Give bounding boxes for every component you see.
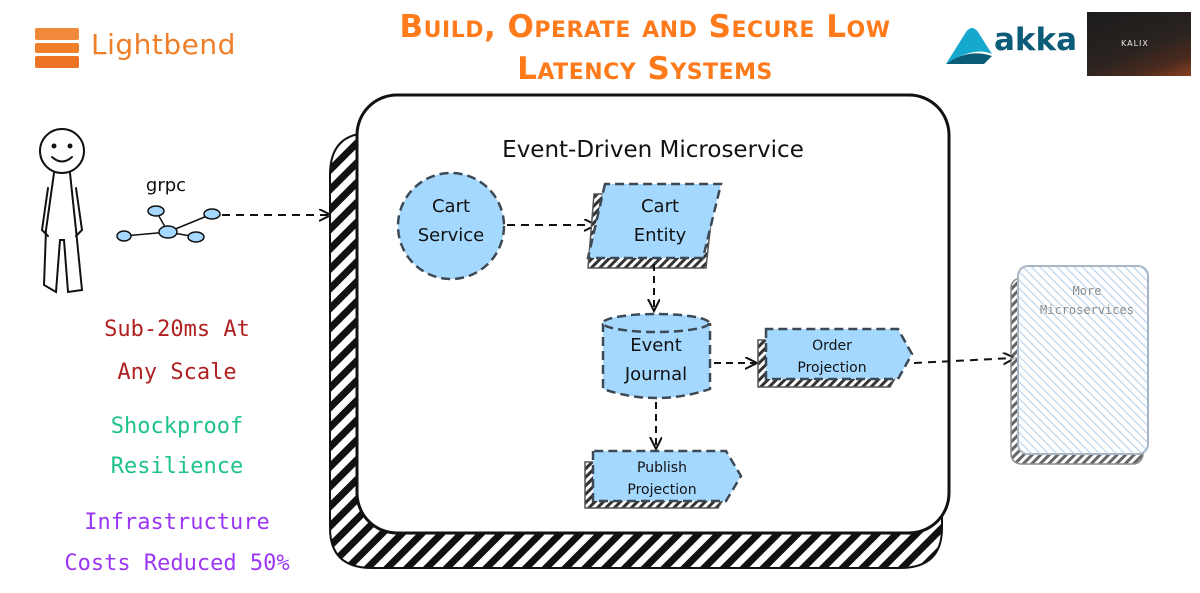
- cart-entity-label-1: Cart: [641, 196, 679, 217]
- publish-projection-label-1: Publish: [637, 460, 687, 476]
- order-projection-label-1: Order: [812, 338, 852, 354]
- order-projection-label-2: Projection: [797, 360, 866, 376]
- cart-entity-node: Cart Entity: [586, 182, 723, 269]
- kalix-logo: KALIX: [1087, 12, 1191, 76]
- cart-service-label-1: Cart: [432, 196, 470, 217]
- page-title-line-2: Latency Systems: [517, 51, 773, 87]
- benefit-latency-line-2: Any Scale: [117, 360, 237, 385]
- microservice-title: Event-Driven Microservice: [502, 137, 804, 163]
- cart-entity-label-2: Entity: [634, 225, 687, 246]
- akka-logo: akka: [944, 22, 1078, 68]
- lightbend-logo: Lightbend: [33, 24, 263, 74]
- benefit-latency-line-1: Sub-20ms At: [104, 317, 250, 342]
- cart-service-node: Cart Service: [396, 171, 506, 281]
- grpc-network-icon: [116, 205, 221, 243]
- more-microservices-node: More Microservices: [1010, 265, 1149, 465]
- lightbend-wordmark: Lightbend: [91, 28, 236, 61]
- kalix-wordmark: KALIX: [1121, 39, 1149, 48]
- event-journal-node: Event Journal: [601, 312, 712, 400]
- user-stick-figure-icon: [39, 128, 85, 294]
- grpc-label: grpc: [146, 175, 186, 196]
- lightbend-icon: [35, 28, 79, 68]
- event-journal-label-1: Event: [630, 335, 682, 356]
- page-title-line-1: Build, Operate and Secure Low: [399, 9, 891, 45]
- benefit-resilience-line-2: Resilience: [110, 454, 244, 479]
- akka-icon: [946, 28, 992, 64]
- akka-wordmark: akka: [994, 22, 1078, 58]
- benefit-cost-line-2: Costs Reduced 50%: [64, 551, 290, 576]
- cart-service-label-2: Service: [418, 225, 485, 246]
- benefit-resilience-line-1: Shockproof: [110, 414, 244, 439]
- more-microservices-label-2: Microservices: [1040, 303, 1134, 317]
- more-microservices-label-1: More: [1073, 284, 1102, 298]
- publish-projection-node: Publish Projection: [584, 449, 743, 509]
- order-projection-node: Order Projection: [757, 327, 914, 388]
- publish-projection-label-2: Projection: [627, 482, 696, 498]
- benefit-cost-line-1: Infrastructure: [84, 510, 270, 535]
- arrow-order-projection-to-more-microservices: [913, 358, 1014, 363]
- event-journal-label-2: Journal: [624, 364, 687, 385]
